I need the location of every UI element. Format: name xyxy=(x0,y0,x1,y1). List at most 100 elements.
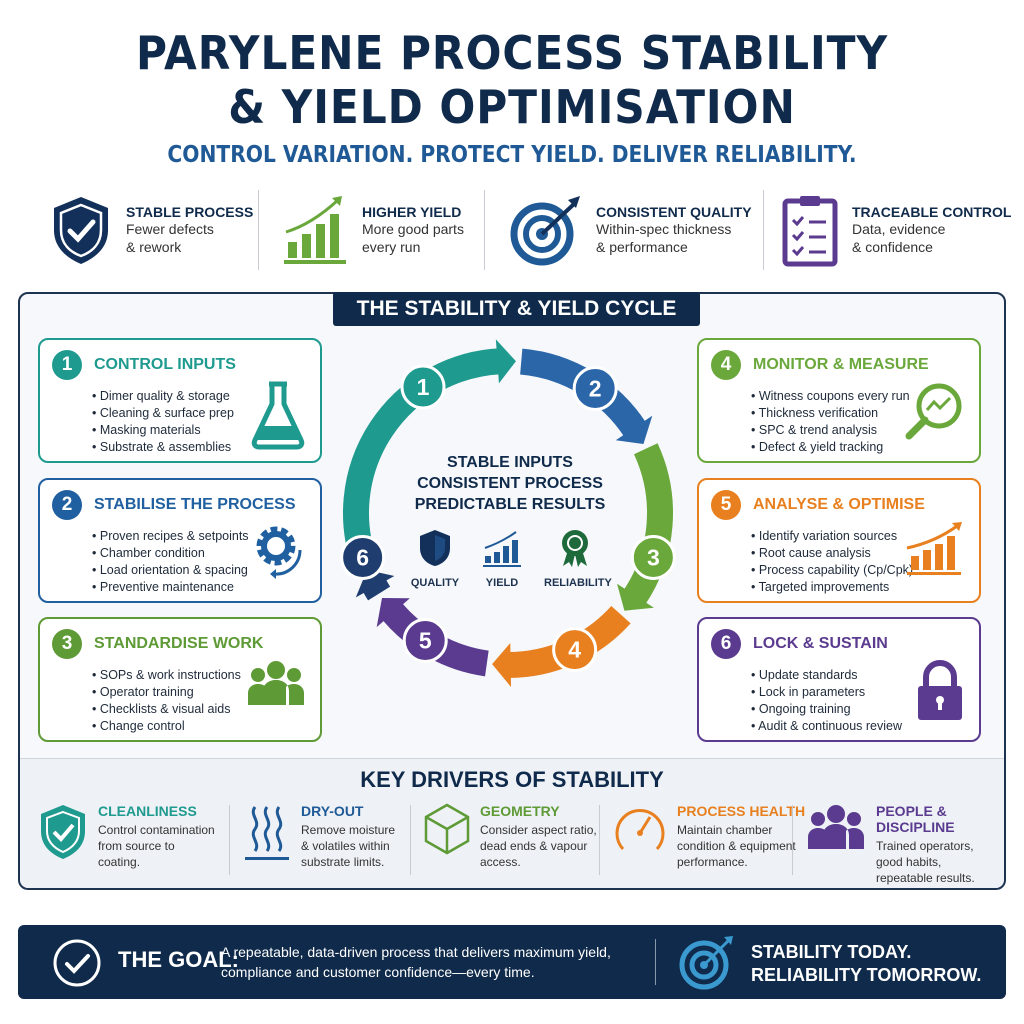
quality-item: QUALITY xyxy=(410,528,460,589)
list-item: Preventive maintenance xyxy=(92,579,308,596)
cycle-step-marker xyxy=(340,534,386,580)
clipboard-checklist-icon xyxy=(782,196,838,267)
page-subtitle: CONTROL VARIATION. PROTECT YIELD. DELIVE… xyxy=(167,142,857,168)
cycle-step-marker xyxy=(552,627,598,673)
list-item: Ongoing training xyxy=(751,701,967,718)
list-item: Masking materials xyxy=(92,422,308,439)
gear-cycle-icon xyxy=(250,520,306,585)
shield-check-icon xyxy=(38,803,88,870)
list-item: Checklists & visual aids xyxy=(92,701,308,718)
cycle-step-marker xyxy=(402,617,448,663)
cycle-arrow-segment xyxy=(343,348,501,570)
award-ribbon-icon xyxy=(562,530,588,567)
list-item: SOPs & work instructions xyxy=(92,667,308,684)
step-title: MONITOR & MEASURE xyxy=(753,356,929,373)
key-drivers-section xyxy=(20,758,1004,888)
step-items: Identify variation sourcesRoot cause ana… xyxy=(751,528,967,596)
list-item: Update standards xyxy=(751,667,967,684)
reliability-item: RELIABILITY xyxy=(544,528,612,589)
check-circle-icon xyxy=(53,939,101,987)
cycle-arrowhead xyxy=(492,642,512,687)
list-item: Root cause analysis xyxy=(751,545,967,562)
page-title: PARYLENE PROCESS STABILITY& YIELD OPTIMI… xyxy=(135,26,889,134)
heat-waves-icon xyxy=(243,803,291,870)
cycle-step-number: 6 xyxy=(356,544,369,570)
list-item: Substrate & assemblies xyxy=(92,439,308,456)
flask-icon xyxy=(250,380,306,455)
divider xyxy=(484,190,485,270)
cycle-step-marker xyxy=(630,534,676,580)
step-number-badge: 4 xyxy=(711,350,741,380)
cycle-step-number: 3 xyxy=(647,544,660,570)
step-items: Update standardsLock in parametersOngoin… xyxy=(751,667,967,735)
divider xyxy=(599,805,600,875)
bar-chart-icon xyxy=(483,531,521,567)
magnifier-trend-icon xyxy=(903,380,965,447)
step-title: ANALYSE & OPTIMISE xyxy=(753,496,925,513)
step-items: Proven recipes & setpointsChamber condit… xyxy=(92,528,308,596)
list-item: Process capability (Cp/Cpk) xyxy=(751,562,967,579)
list-item: Thickness verification xyxy=(751,405,967,422)
list-item: Operator training xyxy=(92,684,308,701)
shield-icon xyxy=(420,530,450,566)
list-item: Targeted improvements xyxy=(751,579,967,596)
cycle-step-number: 4 xyxy=(568,637,581,663)
cycle-step-marker xyxy=(572,365,618,411)
step-number-badge: 2 xyxy=(52,490,82,520)
divider xyxy=(763,190,764,270)
shield-check-icon xyxy=(54,197,108,264)
goal-banner: THE GOAL: A repeatable, data-driven proc… xyxy=(18,925,1006,999)
bar-chart-up-icon xyxy=(284,196,346,264)
cycle-arrowhead xyxy=(495,339,516,384)
step-items: Dimer quality & storageCleaning & surfac… xyxy=(92,388,308,456)
step-title: LOCK & SUSTAIN xyxy=(753,635,888,652)
cycle-arrow-segment xyxy=(623,443,673,606)
cycle-step-number: 2 xyxy=(589,375,602,401)
cycle-arrowhead xyxy=(617,583,654,611)
padlock-icon xyxy=(915,659,965,728)
cycle-step-number: 5 xyxy=(419,627,432,653)
step-title: STANDARDISE WORK xyxy=(94,635,264,652)
people-icon xyxy=(246,659,306,714)
goal-text: A repeatable, data-driven process that d… xyxy=(221,944,611,980)
list-item: Proven recipes & setpoints xyxy=(92,528,308,545)
goal-label: THE GOAL: xyxy=(118,947,239,972)
key-drivers-title: KEY DRIVERS OF STABILITY xyxy=(360,767,664,792)
list-item: Audit & continuous review xyxy=(751,718,967,735)
list-item: Cleaning & surface prep xyxy=(92,405,308,422)
list-item: Chamber condition xyxy=(92,545,308,562)
step-card-5: 5 ANALYSE & OPTIMISE Identify variation s… xyxy=(697,478,981,603)
step-number-badge: 3 xyxy=(52,629,82,659)
list-item: Lock in parameters xyxy=(751,684,967,701)
cube-icon xyxy=(424,803,470,870)
divider xyxy=(410,805,411,875)
divider xyxy=(655,939,656,985)
goal-tagline: STABILITY TODAY.RELIABILITY TOMORROW. xyxy=(751,942,982,985)
step-card-3: 3 STANDARDISE WORK SOPs & work instructio… xyxy=(38,617,322,742)
step-title: CONTROL INPUTS xyxy=(94,356,236,373)
step-number-badge: 5 xyxy=(711,490,741,520)
step-items: SOPs & work instructionsOperator trainin… xyxy=(92,667,308,735)
bar-chart-up-icon xyxy=(905,520,965,581)
divider xyxy=(258,190,259,270)
list-item: Witness coupons every run xyxy=(751,388,967,405)
divider xyxy=(792,805,793,875)
yield-item: YIELD xyxy=(480,528,524,589)
gauge-icon xyxy=(613,803,667,870)
list-item: Identify variation sources xyxy=(751,528,967,545)
target-icon xyxy=(679,936,733,990)
list-item: Load orientation & spacing xyxy=(92,562,308,579)
